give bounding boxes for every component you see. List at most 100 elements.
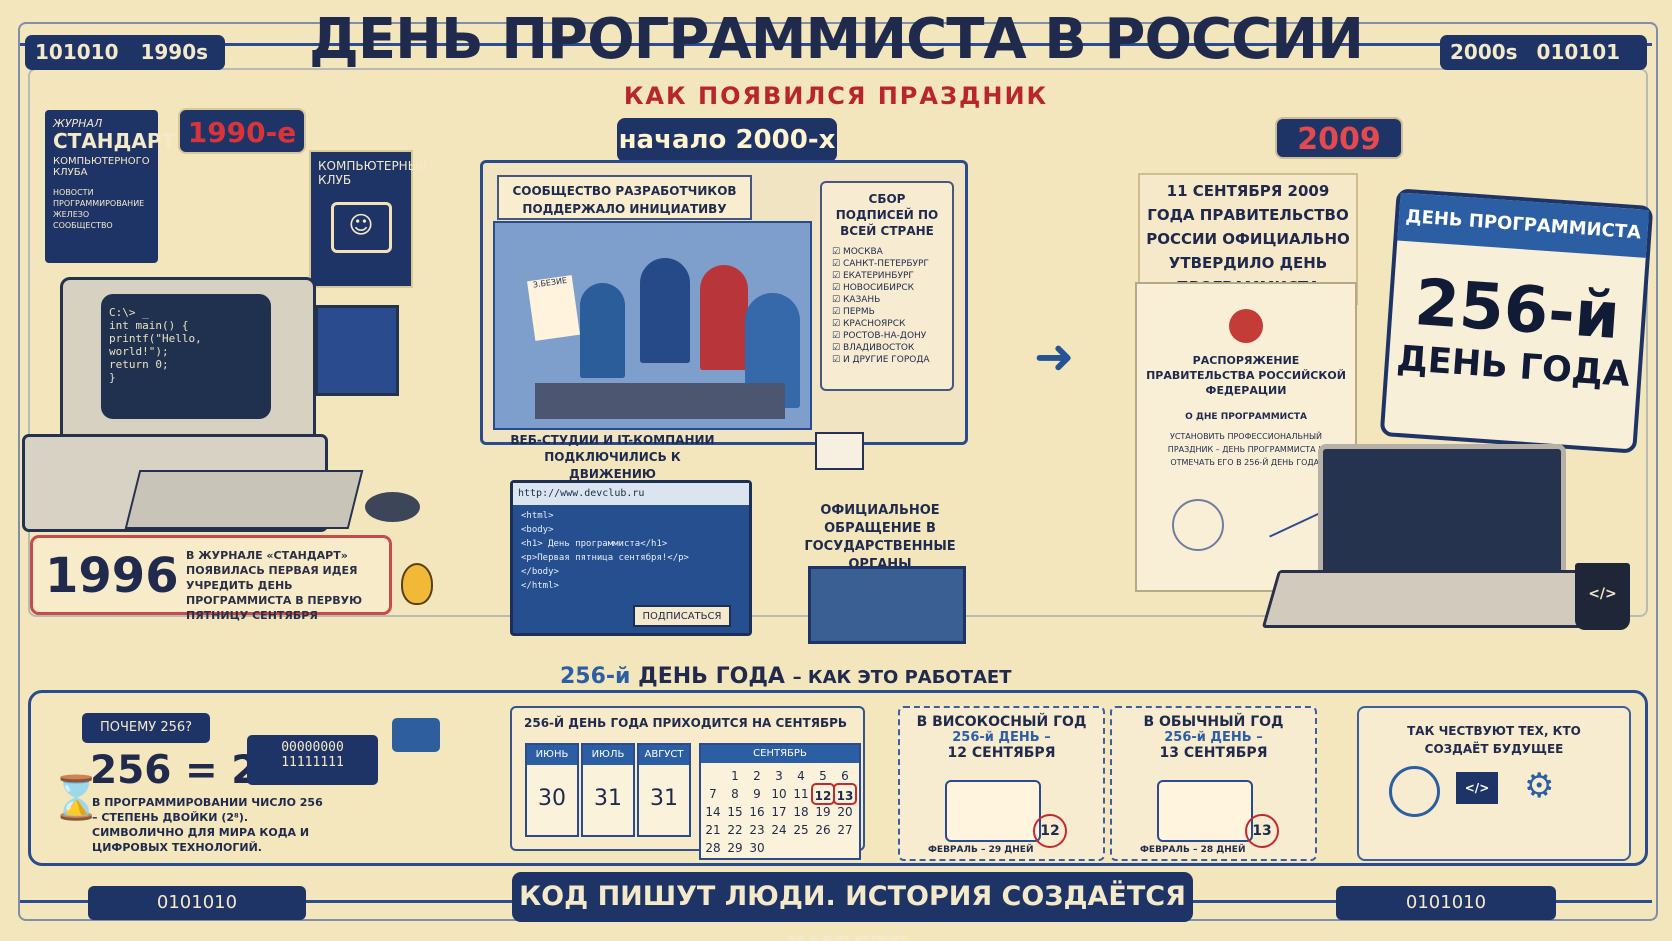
era-2000-badge: начало 2000-х [617, 118, 837, 162]
september-day: 2 [753, 769, 761, 783]
programmer-calendar: ДЕНЬ ПРОГРАММИСТА 256-й ДЕНЬ ГОДА [1379, 188, 1654, 454]
signature-icon [1269, 512, 1320, 538]
september-day: 13 [833, 783, 857, 805]
september-day: 1 [731, 769, 739, 783]
section-title-part2: ДЕНЬ ГОДА [638, 664, 785, 689]
appeal-note: ОФИЦИАЛЬНОЕ ОБРАЩЕНИЕ В ГОСУДАРСТВЕННЫЕ … [804, 503, 956, 572]
city-item: ☑ САНКТ-ПЕТЕРБУРГ [832, 259, 929, 269]
era-1990-badge: 1990-е [178, 108, 306, 154]
city-name: ПЕРМЬ [842, 307, 875, 317]
why-explanation: В ПРОГРАММИРОВАНИИ ЧИСЛО 256 – СТЕПЕНЬ Д… [92, 796, 323, 854]
city-item: ☑ ПЕРМЬ [832, 307, 875, 317]
september-day: 23 [749, 823, 765, 837]
city-item: ☑ И ДРУГИЕ ГОРОДА [832, 355, 930, 365]
city-item: ☑ КАЗАНЬ [832, 295, 881, 305]
page-title: ДЕНЬ ПРОГРАММИСТА В РОССИИ [309, 7, 1364, 72]
developer-figure [700, 265, 748, 370]
city-name: КРАСНОЯРСК [842, 319, 906, 329]
right-year-text: 2000s [1450, 40, 1518, 64]
city-name: НОВОСИБИРСК [842, 283, 915, 293]
code-line: } [109, 371, 116, 384]
september-day: 8 [731, 787, 739, 801]
magazine-item: НОВОСТИ [53, 188, 94, 197]
developer-figure [640, 258, 690, 363]
september-day: 16 [749, 805, 765, 819]
regular-title: В ОБЫЧНЫЙ ГОД [1143, 714, 1284, 730]
code-line: printf("Hello, world!"); [109, 332, 202, 358]
magazine-item: ПРОГРАММИРОВАНИЕ [53, 199, 145, 208]
regular-calendar-icon [1157, 780, 1253, 842]
magazine-kicker: ЖУРНАЛ [53, 117, 103, 130]
future-card: ТАК ЧЕСТВУЮТ ТЕХ, КТО СОЗДАЁТ БУДУЩЕЕ </… [1357, 706, 1631, 861]
keyboard [124, 470, 364, 529]
september-header: СЕНТЯБРЬ [701, 745, 859, 763]
poster-text: З.БЕЗИЕ [527, 275, 580, 341]
code-tag-icon: </> [1456, 772, 1498, 804]
binary-top: 00000000 [281, 740, 344, 755]
city-item: ☑ ВЛАДИВОСТОК [832, 343, 915, 353]
month-june: ИЮНЬ 30 [525, 743, 579, 837]
decree-text: УСТАНОВИТЬ ПРОФЕССИОНАЛЬНЫЙ ПРАЗДНИК – Д… [1167, 432, 1325, 467]
robot-icon: ☺ [330, 202, 392, 253]
city-name: ВЛАДИВОСТОК [842, 343, 915, 353]
city-item: ☑ НОВОСИБИРСК [832, 283, 915, 293]
envelope-icon [815, 432, 864, 470]
september-day: 17 [771, 805, 787, 819]
future-text: ТАК ЧЕСТВУЮТ ТЕХ, КТО СОЗДАЁТ БУДУЩЕЕ [1407, 724, 1581, 756]
month-name: ИЮНЬ [527, 745, 577, 765]
lightbulb-icon [401, 563, 433, 605]
month-july: ИЮЛЬ 31 [581, 743, 635, 837]
club-label: КОМПЬЮТЕРНЫЙ КЛУБ [318, 159, 428, 187]
september-day: 14 [705, 805, 721, 819]
city-name: САНКТ-ПЕТЕРБУРГ [842, 259, 929, 269]
decree-title: РАСПОРЯЖЕНИЕ ПРАВИТЕЛЬСТВА РОССИЙСКОЙ ФЕ… [1146, 354, 1346, 397]
signatures-card: СБОР ПОДПИСЕЙ ПО ВСЕЙ СТРАНЕ ☑ МОСКВА ☑ … [820, 181, 954, 391]
html-line: <p>Первая пятница сентября!</p> [521, 553, 689, 563]
regular-february: ФЕВРАЛЬ – 28 ДНЕЙ [1140, 845, 1246, 855]
floppy-icon [315, 305, 399, 396]
calendar-header: ДЕНЬ ПРОГРАММИСТА [1397, 192, 1650, 258]
code-line: C:\> _ [109, 306, 149, 319]
archive-box [808, 566, 966, 644]
leap-calendar-icon [945, 780, 1041, 842]
left-code-text: 101010 [35, 40, 119, 64]
leap-february: ФЕВРАЛЬ – 29 ДНЕЙ [928, 845, 1034, 855]
city-item: ☑ ЕКАТЕРИНБУРГ [832, 271, 914, 281]
september-day: 7 [709, 787, 717, 801]
regular-date: 13 СЕНТЯБРЯ [1159, 745, 1268, 761]
september-day: 10 [771, 787, 787, 801]
magazine-name: СТАНДАРТ [53, 129, 176, 153]
september-day: 24 [771, 823, 787, 837]
september-day: 3 [775, 769, 783, 783]
year-1996-card: 1996 В ЖУРНАЛЕ «СТАНДАРТ» ПОЯВИЛАСЬ ПЕРВ… [30, 535, 392, 622]
calendar-title: 256-Й ДЕНЬ ГОДА ПРИХОДИТСЯ НА СЕНТЯБРЬ [524, 716, 848, 730]
city-item: ☑ МОСКВА [832, 247, 883, 257]
hourglass-icon: ⌛ [50, 773, 103, 822]
september-day: 29 [727, 841, 743, 855]
standart-magazine: ЖУРНАЛ СТАНДАРТ КОМПЬЮТЕРНОГО КЛУБА НОВО… [45, 110, 176, 263]
subscribe-button[interactable]: ПОДПИСАТЬСЯ [633, 605, 731, 627]
browser-url: http://www.devclub.ru [513, 483, 749, 505]
regular-day: 256-й ДЕНЬ – [1164, 730, 1263, 745]
footer-left-code: 0101010 [88, 886, 306, 920]
city-item: ☑ КРАСНОЯРСК [832, 319, 906, 329]
retro-screen: C:\> _ int main() { printf("Hello, world… [101, 294, 271, 419]
binary-display: 00000000 11111111 [247, 735, 378, 785]
city-name: ЕКАТЕРИНБУРГ [842, 271, 914, 281]
retro-computer: C:\> _ int main() { printf("Hello, world… [60, 277, 316, 453]
chat-icon [392, 718, 440, 752]
html-line: </body> [521, 567, 559, 577]
september-day: 5 [819, 769, 827, 783]
section-title-part3: – КАК ЭТО РАБОТАЕТ [792, 667, 1012, 688]
footer-right-code: 0101010 [1336, 886, 1556, 920]
gear-icon: ⚙ [1524, 766, 1555, 806]
laptop [1318, 444, 1566, 586]
globe-icon [1389, 766, 1440, 817]
coffee-mug: </> [1575, 563, 1630, 630]
computer-club-poster: КОМПЬЮТЕРНЫЙ КЛУБ ☺ [309, 150, 428, 288]
html-line: </html> [521, 581, 559, 591]
september-day: 22 [727, 823, 743, 837]
september-day: 25 [793, 823, 809, 837]
